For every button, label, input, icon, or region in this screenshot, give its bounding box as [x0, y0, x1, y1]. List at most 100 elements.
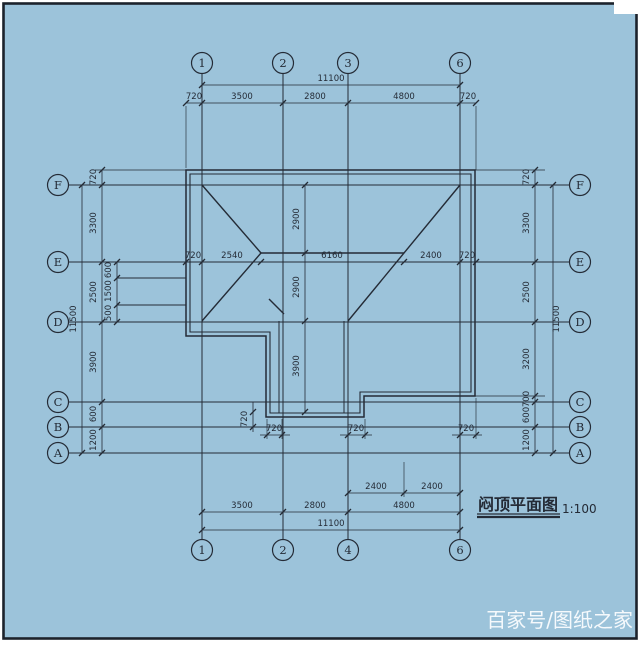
hip-top-left [201, 184, 262, 254]
dim-label: 720 [89, 169, 99, 185]
axis-label: F [576, 178, 584, 192]
dim-label: 600 [89, 406, 99, 422]
axis-label: D [53, 315, 62, 329]
axis-bubbles-left: F E D C B A [46, 173, 70, 465]
axis-label: 2 [279, 56, 286, 70]
axis-label: 1 [198, 56, 205, 70]
axis-bubbles-right: F E D C B A [568, 173, 592, 465]
extension-lines [95, 106, 545, 497]
dim-label: 720 [266, 424, 282, 434]
axis-bubble [568, 250, 592, 274]
dim-label: 720 [240, 411, 250, 427]
dim-label: 2800 [304, 501, 326, 511]
dim-label: 11100 [317, 519, 344, 529]
axis-label: B [576, 420, 584, 434]
axis-label: 6 [456, 56, 463, 70]
dim-label: 11100 [317, 74, 344, 84]
axis-bubble [46, 250, 70, 274]
dim-label: 700 [522, 391, 532, 407]
dim-label: 720 [460, 92, 476, 102]
dim-label: 2500 [522, 281, 532, 303]
dim-label: 2400 [365, 482, 387, 492]
axis-bubble [448, 538, 472, 562]
dim-texts-left: 11500 720 3300 2500 3900 600 1200 600 15… [69, 169, 114, 451]
axis-bubble [271, 538, 295, 562]
dim-label: 2540 [221, 251, 243, 261]
axis-bubbles-top: 1 2 3 6 [190, 51, 472, 75]
dim-label: 2400 [420, 251, 442, 261]
corner-notch [614, 0, 640, 14]
axis-label: 4 [344, 543, 351, 557]
hip-valley-right [347, 184, 461, 322]
axis-bubble [271, 51, 295, 75]
dim-label: 2400 [421, 482, 443, 492]
dim-texts-top: 11100 720 3500 2800 4800 720 [186, 74, 476, 102]
axis-label: A [575, 446, 585, 460]
dim-texts-interior: 720 2540 6160 2400 720 2900 2900 3900 72… [185, 208, 475, 434]
dim-label: 3300 [522, 212, 532, 234]
axis-bubble [46, 441, 70, 465]
dim-label: 4800 [393, 92, 415, 102]
axis-bubble [46, 390, 70, 414]
dim-label: 3300 [89, 212, 99, 234]
axis-label: A [53, 446, 63, 460]
axis-bubble [46, 415, 70, 439]
axis-label: C [54, 395, 63, 409]
watermark-text: 百家号/图纸之家 [486, 608, 633, 632]
dim-label: 720 [458, 424, 474, 434]
axis-label: E [54, 255, 62, 269]
dim-label: 3900 [292, 355, 302, 377]
dim-label: 11500 [69, 305, 79, 332]
dim-label: 3500 [231, 501, 253, 511]
axis-label: D [575, 315, 584, 329]
hip-bottom-left [201, 252, 262, 322]
axis-label: F [54, 178, 62, 192]
dim-label: 600 [522, 407, 532, 423]
axis-bubble [190, 538, 214, 562]
axis-bubble [448, 51, 472, 75]
dim-label: 1200 [89, 429, 99, 451]
axis-bubble [336, 51, 360, 75]
axis-bubble [568, 415, 592, 439]
dim-label: 720 [522, 169, 532, 185]
axis-label: 2 [279, 543, 286, 557]
axis-bubble [568, 390, 592, 414]
axis-label: 6 [456, 543, 463, 557]
dimension-lines [81, 84, 554, 531]
axis-label: C [576, 395, 585, 409]
title-block: 闷顶平面图 1:100 [477, 495, 597, 519]
dim-label: 720 [185, 251, 201, 261]
valley-leg-left [268, 298, 285, 315]
axis-bubble [46, 310, 70, 334]
dim-label: 1200 [522, 429, 532, 451]
dim-label: 6160 [321, 251, 343, 261]
dim-label: 2500 [89, 281, 99, 303]
dim-label: 720 [186, 92, 202, 102]
drawing-scale: 1:100 [562, 502, 597, 516]
dim-label: 2900 [292, 208, 302, 230]
dim-label: 500 [104, 305, 114, 321]
axis-bubble [568, 173, 592, 197]
axis-bubble [568, 441, 592, 465]
dim-texts-bottom: 2400 2400 3500 2800 4800 11100 [231, 482, 443, 529]
axis-label: E [576, 255, 584, 269]
axis-bubbles-bottom: 1 2 4 6 [190, 538, 472, 562]
dim-label: 3500 [231, 92, 253, 102]
dim-label: 11500 [552, 305, 562, 332]
axis-bubble [190, 51, 214, 75]
dimension-ticks [78, 81, 557, 534]
axis-grid [69, 74, 569, 539]
axis-label: 3 [344, 56, 351, 70]
axis-bubble [336, 538, 360, 562]
dim-label: 4800 [393, 501, 415, 511]
dim-label: 3200 [522, 348, 532, 370]
axis-label: 1 [198, 543, 205, 557]
dim-label: 2900 [292, 276, 302, 298]
dim-label: 600 [104, 262, 114, 278]
dim-label: 1500 [104, 280, 114, 302]
roof-hip-ridge-lines [201, 184, 461, 322]
dim-label: 2800 [304, 92, 326, 102]
axis-bubble [46, 173, 70, 197]
